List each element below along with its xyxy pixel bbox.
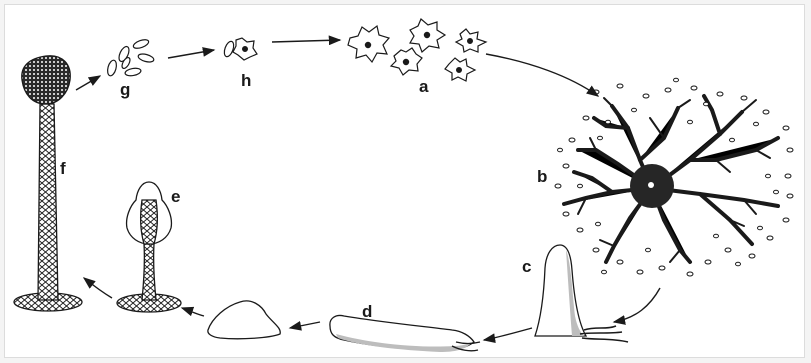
label-e: e <box>171 188 180 205</box>
label-d: d <box>362 303 372 320</box>
mature-fruiting-body <box>14 56 82 311</box>
arrow-g-to-h <box>168 50 214 58</box>
arrow-d-to-culmination <box>290 322 320 328</box>
label-g: g <box>120 81 130 98</box>
arrow-h-to-a <box>272 40 340 42</box>
spores <box>106 38 155 77</box>
slug <box>330 315 480 352</box>
label-c: c <box>522 258 531 275</box>
label-h: h <box>241 72 251 89</box>
label-f: f <box>60 160 66 177</box>
arrow-c-to-d <box>484 328 532 340</box>
arrow-culmination-to-e <box>182 308 204 316</box>
arrow-b-to-c <box>614 288 660 322</box>
germinating-spore <box>223 38 257 60</box>
amoebae <box>348 19 486 81</box>
arrow-f-to-g <box>76 76 100 90</box>
culmination-mound <box>208 301 280 339</box>
label-a: a <box>419 78 428 95</box>
aggregation <box>555 78 793 276</box>
arrow-a-to-b <box>486 54 598 96</box>
label-b: b <box>537 168 547 185</box>
arrow-e-to-f <box>84 278 112 298</box>
mound <box>535 245 628 342</box>
